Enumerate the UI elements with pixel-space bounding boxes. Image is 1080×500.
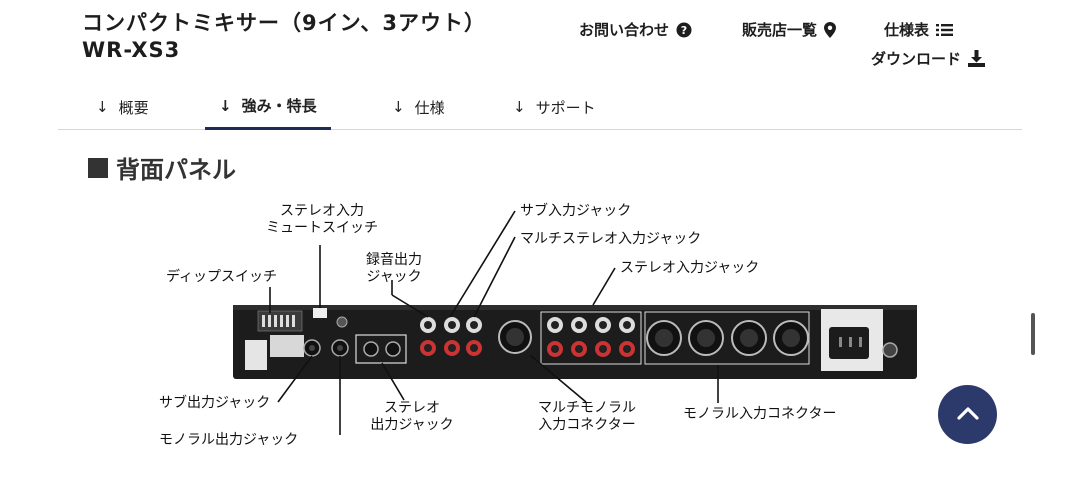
rca-jacks-stereo-input (547, 317, 635, 357)
tab-label: 強み・特長 (241, 97, 317, 115)
question-icon: ? (676, 22, 692, 38)
stereo-input-frame (540, 311, 642, 365)
dealers-link[interactable]: 販売店一覧 (742, 19, 837, 40)
callout-mono-output-jack: モノラル出力ジャック (159, 432, 299, 448)
tab-specifications[interactable]: ↓ 仕様 (392, 84, 445, 130)
arrow-down-icon: ↓ (513, 98, 526, 116)
tab-features[interactable]: ↓ 強み・特長 (205, 84, 331, 130)
rca-jacks-left (420, 317, 482, 356)
callout-rec-output-jack: 録音出力 ジャック (366, 252, 422, 285)
arrow-down-icon: ↓ (219, 96, 232, 115)
chevron-up-icon (956, 405, 979, 424)
rear-panel-illustration (233, 210, 917, 435)
screw (336, 316, 348, 328)
callout-stereo-input-jack: ステレオ入力ジャック (620, 260, 760, 276)
page-title: コンパクトミキサー（9イン、3アウト） WR-XS3 (82, 10, 486, 64)
stereo-out-frame (355, 334, 407, 364)
product-title-line1: コンパクトミキサー（9イン、3アウト） (82, 11, 486, 35)
download-label: ダウンロード (871, 50, 962, 68)
specs-link[interactable]: 仕様表 (884, 19, 954, 40)
callout-dip-switch: ディップスイッチ (166, 269, 278, 285)
contact-link[interactable]: お問い合わせ ? (579, 19, 692, 40)
scrollbar-thumb[interactable] (1031, 313, 1035, 355)
heading-square-icon (88, 157, 108, 178)
list-icon (936, 23, 954, 37)
callout-mono-input-connector: モノラル入力コネクター (683, 406, 837, 422)
callout-stereo-mute-switch: ステレオ入力 ミュートスイッチ (266, 203, 378, 236)
tab-support[interactable]: ↓ サポート (513, 84, 596, 130)
map-pin-icon (824, 21, 837, 38)
section-title-text: 背面パネル (116, 156, 236, 184)
mode-label-plate (245, 340, 267, 370)
callout-sub-input-jack: サブ入力ジャック (520, 203, 632, 219)
download-link[interactable]: ダウンロード (871, 48, 986, 69)
callout-multi-mono-input-connector: マルチモノラル 入力コネクター (538, 400, 636, 433)
rear-panel-diagram: ステレオ入力 ミュートスイッチ サブ入力ジャック マルチステレオ入力ジャック 録… (0, 195, 1080, 460)
callout-sub-output-jack: サブ出力ジャック (159, 395, 271, 411)
contact-label: お問い合わせ (579, 21, 670, 39)
tab-overview[interactable]: ↓ 概要 (96, 84, 149, 130)
section-tabs: ↓ 概要 ↓ 強み・特長 ↓ 仕様 ↓ サポート (58, 84, 1022, 130)
callout-multi-stereo-input-jack: マルチステレオ入力ジャック (520, 231, 702, 247)
dealers-label: 販売店一覧 (742, 21, 818, 39)
leader-lines (269, 210, 719, 435)
ground-terminal (882, 342, 898, 358)
tab-label: 仕様 (414, 98, 445, 117)
xlr-mono-inputs (646, 320, 809, 356)
tab-label: 概要 (118, 98, 149, 117)
info-label-plate (270, 335, 304, 357)
back-to-top-button[interactable] (938, 385, 997, 444)
download-icon (968, 50, 986, 67)
svg-text:?: ? (681, 24, 687, 37)
section-heading: 背面パネル (88, 150, 236, 185)
specs-label: 仕様表 (884, 21, 930, 39)
mute-switch (313, 308, 327, 318)
product-model: WR-XS3 (82, 38, 181, 62)
callout-stereo-output-jack: ステレオ 出力ジャック (370, 400, 454, 433)
arrow-down-icon: ↓ (392, 98, 405, 116)
tab-label: サポート (535, 98, 596, 117)
arrow-down-icon: ↓ (96, 98, 109, 116)
